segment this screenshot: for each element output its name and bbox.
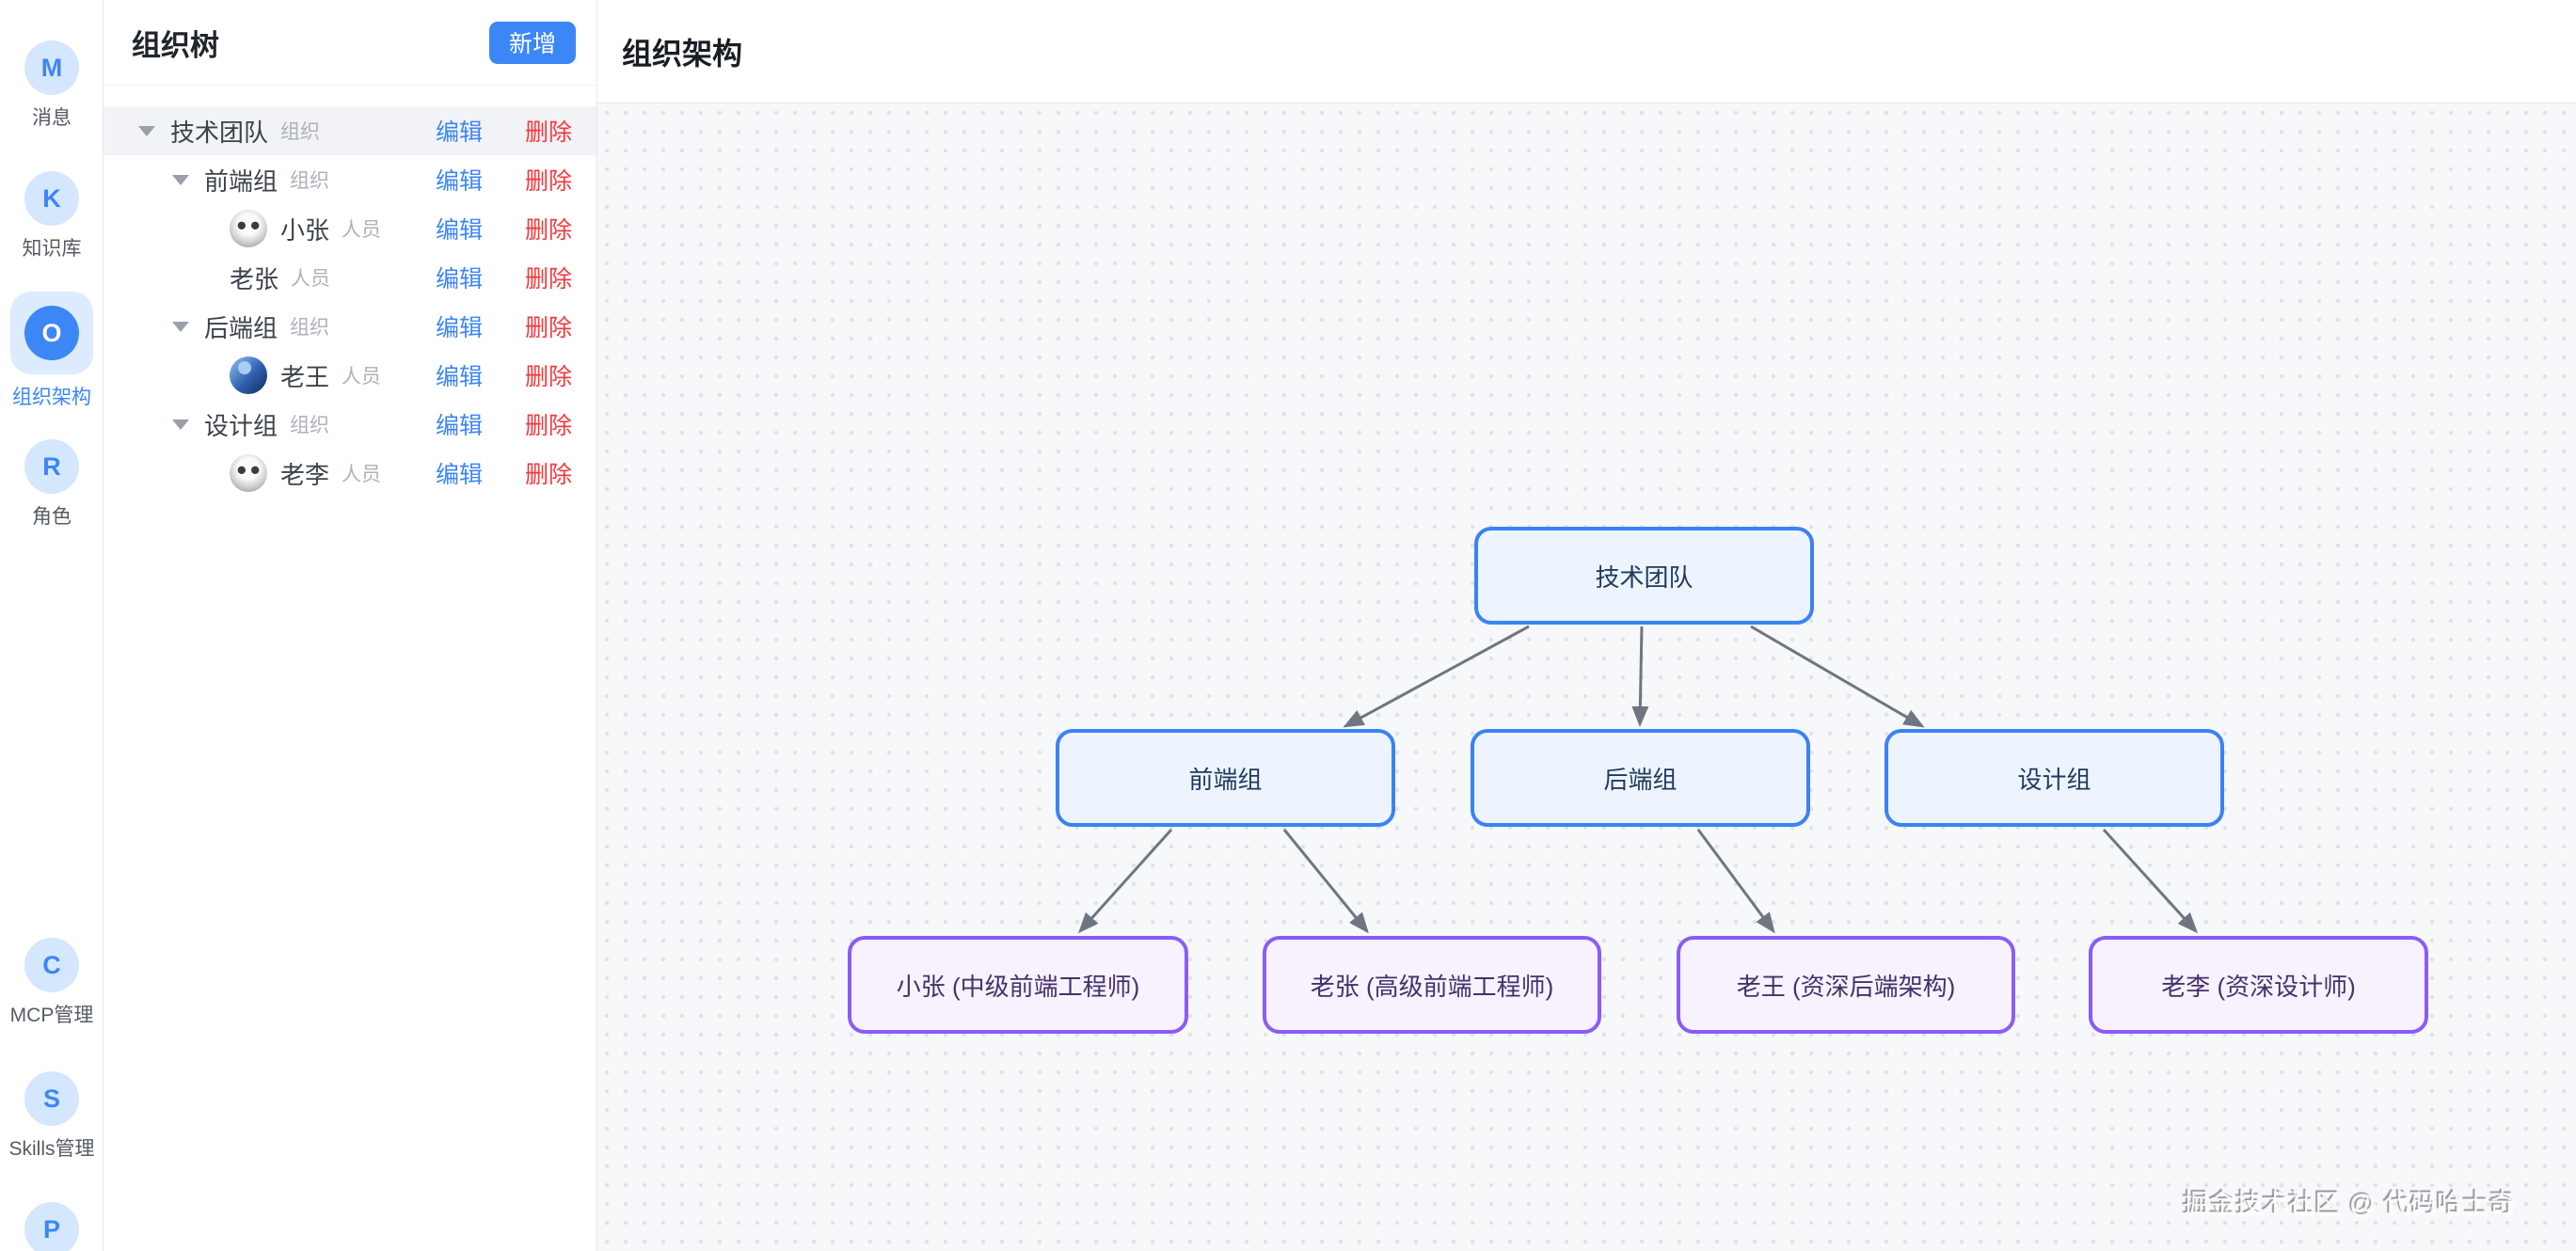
knowledge-base-icon: K — [24, 171, 79, 226]
rail-item-org-structure[interactable]: O 组织架构 — [0, 292, 103, 410]
edit-link[interactable]: 编辑 — [435, 462, 483, 488]
tree-row-laowang[interactable]: 老王 人员 编辑 删除 — [103, 351, 596, 400]
org-node-design-group[interactable]: 设计组 — [1884, 729, 2224, 827]
delete-link[interactable]: 删除 — [524, 266, 572, 293]
caret-down-icon[interactable] — [172, 321, 189, 332]
edit-link[interactable]: 编辑 — [435, 413, 483, 439]
tree-node-type-tag: 人员 — [342, 366, 382, 388]
messages-icon: M — [24, 40, 79, 95]
main-panel: 组织架构 技术团队 前端组 后端组 设计组 小张 (中级前端工程师) 老张 (高… — [597, 0, 2576, 1251]
org-node-frontend-group[interactable]: 前端组 — [1056, 729, 1395, 827]
tree-row-backend-group[interactable]: 后端组 组织 编辑 删除 — [103, 302, 596, 351]
rail-item-label: 组织架构 — [12, 387, 91, 408]
active-nav-highlight: O — [10, 292, 93, 374]
mcp-management-icon: C — [24, 938, 79, 992]
rail-item-label: 知识库 — [22, 238, 82, 260]
delete-link[interactable]: 删除 — [524, 413, 572, 439]
delete-link[interactable]: 删除 — [524, 168, 572, 195]
watermark: 掘金技术社区 @ 代码哈士奇 — [2183, 1190, 2516, 1218]
sidebar-header: 组织树 新增 — [103, 0, 596, 86]
delete-link[interactable]: 删除 — [524, 119, 572, 146]
edit-link[interactable]: 编辑 — [435, 168, 483, 195]
delete-link[interactable]: 删除 — [524, 315, 572, 341]
org-tree: 技术团队 组织 编辑 删除 前端组 组织 编辑 删除 小张 人员 编辑 删除 老… — [103, 86, 596, 498]
rail-item-mcp-management[interactable]: C MCP管理 — [0, 938, 103, 1028]
org-node-backend-group[interactable]: 后端组 — [1471, 729, 1810, 827]
delete-link[interactable]: 删除 — [524, 364, 572, 390]
person-node-laozhang[interactable]: 老张 (高级前端工程师) — [1263, 936, 1601, 1034]
person-node-laoli[interactable]: 老李 (资深设计师) — [2089, 936, 2428, 1034]
tree-node-name: 设计组 — [204, 411, 278, 440]
caret-down-icon[interactable] — [172, 419, 189, 430]
edit-link[interactable]: 编辑 — [435, 266, 483, 293]
org-structure-icon: O — [24, 306, 79, 360]
tree-node-type-tag: 组织 — [290, 170, 330, 192]
tree-row-xiaozhang[interactable]: 小张 人员 编辑 删除 — [103, 204, 596, 253]
rail-item-label: MCP管理 — [9, 1005, 94, 1026]
tree-node-type-tag: 组织 — [290, 317, 330, 339]
caret-down-icon[interactable] — [138, 125, 155, 136]
tree-node-name: 老张 — [230, 264, 279, 293]
org-node-tech-team[interactable]: 技术团队 — [1474, 527, 1814, 625]
avatar — [230, 356, 267, 394]
tree-node-name: 技术团队 — [170, 118, 269, 147]
caret-down-icon[interactable] — [172, 174, 189, 185]
tree-row-laoli[interactable]: 老李 人员 编辑 删除 — [103, 449, 596, 498]
main-header: 组织架构 — [597, 0, 2576, 103]
org-tree-sidebar: 组织树 新增 技术团队 组织 编辑 删除 前端组 组织 编辑 删除 小张 人员 … — [103, 0, 597, 1251]
tree-node-name: 小张 — [280, 215, 330, 245]
org-chart-canvas[interactable]: 技术团队 前端组 后端组 设计组 小张 (中级前端工程师) 老张 (高级前端工程… — [597, 103, 2576, 1251]
person-node-laowang[interactable]: 老王 (资深后端架构) — [1677, 936, 2015, 1034]
tree-node-name: 前端组 — [204, 166, 278, 196]
avatar — [230, 454, 267, 492]
tree-node-type-tag: 组织 — [290, 415, 330, 436]
page-title: 组织架构 — [622, 36, 743, 71]
nav-rail: M 消息 K 知识库 O 组织架构 R 角色 C MCP管理 S Skills管… — [0, 0, 103, 1251]
tree-row-design-group[interactable]: 设计组 组织 编辑 删除 — [103, 400, 596, 449]
tree-row-laozhang[interactable]: 老张 人员 编辑 删除 — [103, 253, 596, 302]
rail-item-p[interactable]: P — [0, 1202, 103, 1251]
org-chart-edges — [1077, 625, 2199, 934]
edit-link[interactable]: 编辑 — [435, 364, 483, 390]
rail-item-label: Skills管理 — [8, 1138, 95, 1160]
person-node-xiaozhang[interactable]: 小张 (中级前端工程师) — [848, 936, 1188, 1034]
edit-link[interactable]: 编辑 — [435, 315, 483, 341]
tree-row-frontend-group[interactable]: 前端组 组织 编辑 删除 — [103, 155, 596, 204]
rail-item-roles[interactable]: R 角色 — [0, 439, 103, 530]
tree-node-name: 老李 — [280, 460, 330, 489]
delete-link[interactable]: 删除 — [524, 462, 572, 488]
delete-link[interactable]: 删除 — [524, 217, 572, 244]
rail-item-label: 消息 — [32, 107, 72, 129]
add-button[interactable]: 新增 — [488, 21, 576, 64]
roles-icon: R — [24, 439, 79, 494]
p-icon: P — [24, 1202, 79, 1251]
tree-row-tech-team[interactable]: 技术团队 组织 编辑 删除 — [103, 106, 596, 155]
tree-node-name: 老王 — [280, 362, 330, 391]
tree-node-type-tag: 人员 — [342, 464, 382, 485]
tree-node-type-tag: 人员 — [342, 219, 382, 241]
avatar — [230, 210, 267, 247]
edit-link[interactable]: 编辑 — [435, 217, 483, 244]
tree-node-type-tag: 人员 — [291, 268, 331, 290]
edit-link[interactable]: 编辑 — [435, 119, 483, 146]
skills-management-icon: S — [24, 1071, 79, 1126]
tree-node-type-tag: 组织 — [280, 121, 321, 143]
tree-node-name: 后端组 — [204, 313, 278, 342]
rail-item-knowledge-base[interactable]: K 知识库 — [0, 171, 103, 261]
rail-item-messages[interactable]: M 消息 — [0, 40, 103, 131]
rail-item-label: 角色 — [32, 506, 72, 528]
rail-item-skills-management[interactable]: S Skills管理 — [0, 1071, 103, 1162]
sidebar-title: 组织树 — [132, 28, 219, 62]
